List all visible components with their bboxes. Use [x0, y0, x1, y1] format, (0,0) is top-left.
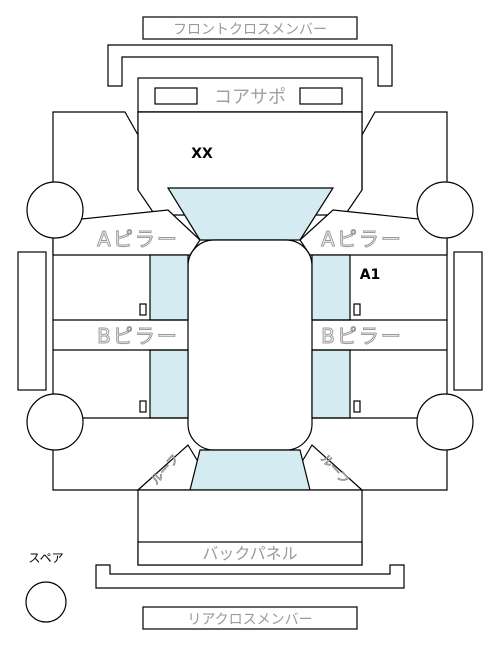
b-pillar-left-label: Bピラー — [97, 324, 179, 348]
side-sill-left — [17, 251, 47, 391]
rear-cross-member — [95, 564, 405, 589]
core-support-label: コアサポ — [214, 87, 286, 108]
a-pillar-right-label: Aピラー — [321, 227, 403, 251]
door-handle-rear-right — [353, 400, 361, 413]
roof-panel — [187, 239, 313, 451]
damage-mark-front: XX — [191, 146, 213, 162]
a-pillar-left-label: Aピラー — [97, 227, 179, 251]
headlight-left — [154, 87, 198, 105]
front-cross-member-box — [142, 16, 358, 40]
side-sill-right — [453, 251, 483, 391]
front-cross-member-label: フロントクロスメンバー — [173, 22, 327, 38]
door-handle-rear-left — [139, 400, 147, 413]
front-right-window — [311, 254, 351, 321]
front-left-window — [149, 254, 189, 321]
damage-mark-right-a-pillar: A1 — [360, 267, 381, 283]
rear-window — [189, 449, 311, 491]
front-cross-member — [107, 44, 393, 87]
wheel-front-right — [416, 181, 474, 239]
rear-cross-member-box — [142, 606, 358, 630]
rear-cross-member-label: リアクロスメンバー — [187, 612, 312, 628]
headlight-right — [299, 87, 343, 105]
door-handle-front-left — [139, 303, 147, 316]
spare-tire — [25, 581, 67, 623]
door-handle-front-right — [353, 303, 361, 316]
wheel-rear-left — [26, 393, 84, 451]
wheel-rear-right — [416, 393, 474, 451]
spare-label: スペア — [28, 551, 63, 565]
back-panel-box — [137, 541, 363, 566]
back-panel-label: バックパネル — [202, 544, 297, 563]
rear-right-window — [311, 349, 351, 419]
b-pillar-right-label: Bピラー — [321, 324, 403, 348]
wheel-front-left — [26, 181, 84, 239]
rear-left-window — [149, 349, 189, 419]
